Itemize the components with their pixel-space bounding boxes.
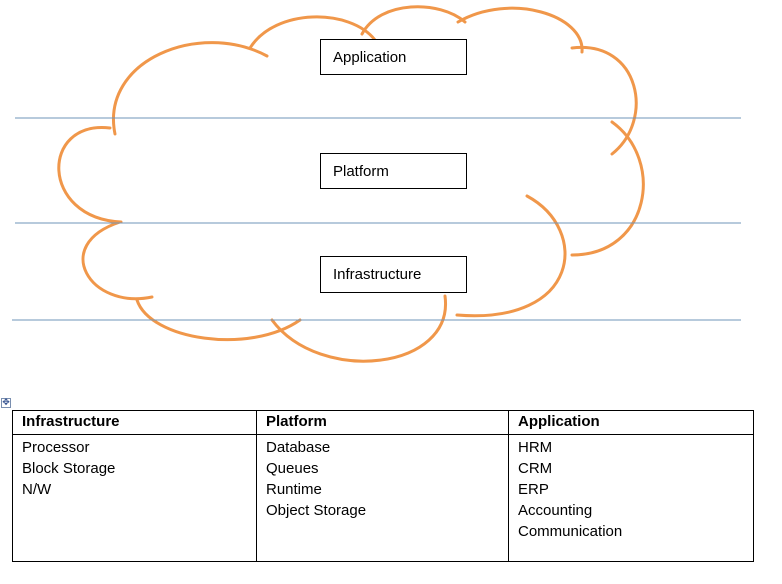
cloud-outline [57,5,645,363]
application-cell: HRM CRM ERP Accounting Communication [508,434,754,562]
table-row: Processor Block Storage N/W Database Que… [12,434,754,562]
infrastructure-cell: Processor Block Storage N/W [12,434,257,562]
cloud-arc-top-left [112,41,269,136]
platform-layer-box: Platform [320,153,467,189]
list-item: Runtime [266,481,322,498]
application-layer-box: Application [320,39,467,75]
layer-dividers [12,117,741,321]
header-application: Application [508,410,754,435]
service-layers-table: Infrastructure Platform Application Proc… [12,410,754,562]
infrastructure-layer-box: Infrastructure [320,256,467,293]
cloud-arc-left-upper [57,126,123,224]
cloud-arc-top-center [360,5,467,36]
platform-cell: Database Queues Runtime Object Storage [256,434,509,562]
cloud-arc-bottom-right [455,194,567,318]
header-platform: Platform [256,410,509,435]
cloud-arc-right-lower [570,120,645,257]
header-infrastructure: Infrastructure [12,410,257,435]
cloud-arc-top-right [456,6,584,54]
list-item: Database [266,439,331,456]
list-item: Processor [22,439,90,456]
list-item: Accounting [518,502,593,519]
cloud-diagram [12,5,741,363]
list-item: CRM [518,460,553,477]
cloud-arc-bottom-center [270,294,447,363]
cloud-arc-right-upper [570,46,638,156]
list-item: N/W [22,481,52,498]
list-item: Block Storage [22,460,116,477]
table-header-row: Infrastructure Platform Application [12,410,754,435]
list-item: HRM [518,439,553,456]
list-item: Queues [266,460,319,477]
cloud-arc-bottom-left [135,298,302,342]
list-item: Communication [518,523,623,540]
move-handle-icon[interactable]: ✥ [1,398,11,408]
list-item: Object Storage [266,502,367,519]
cloud-arc-left-lower [81,220,154,301]
list-item: ERP [518,481,549,498]
